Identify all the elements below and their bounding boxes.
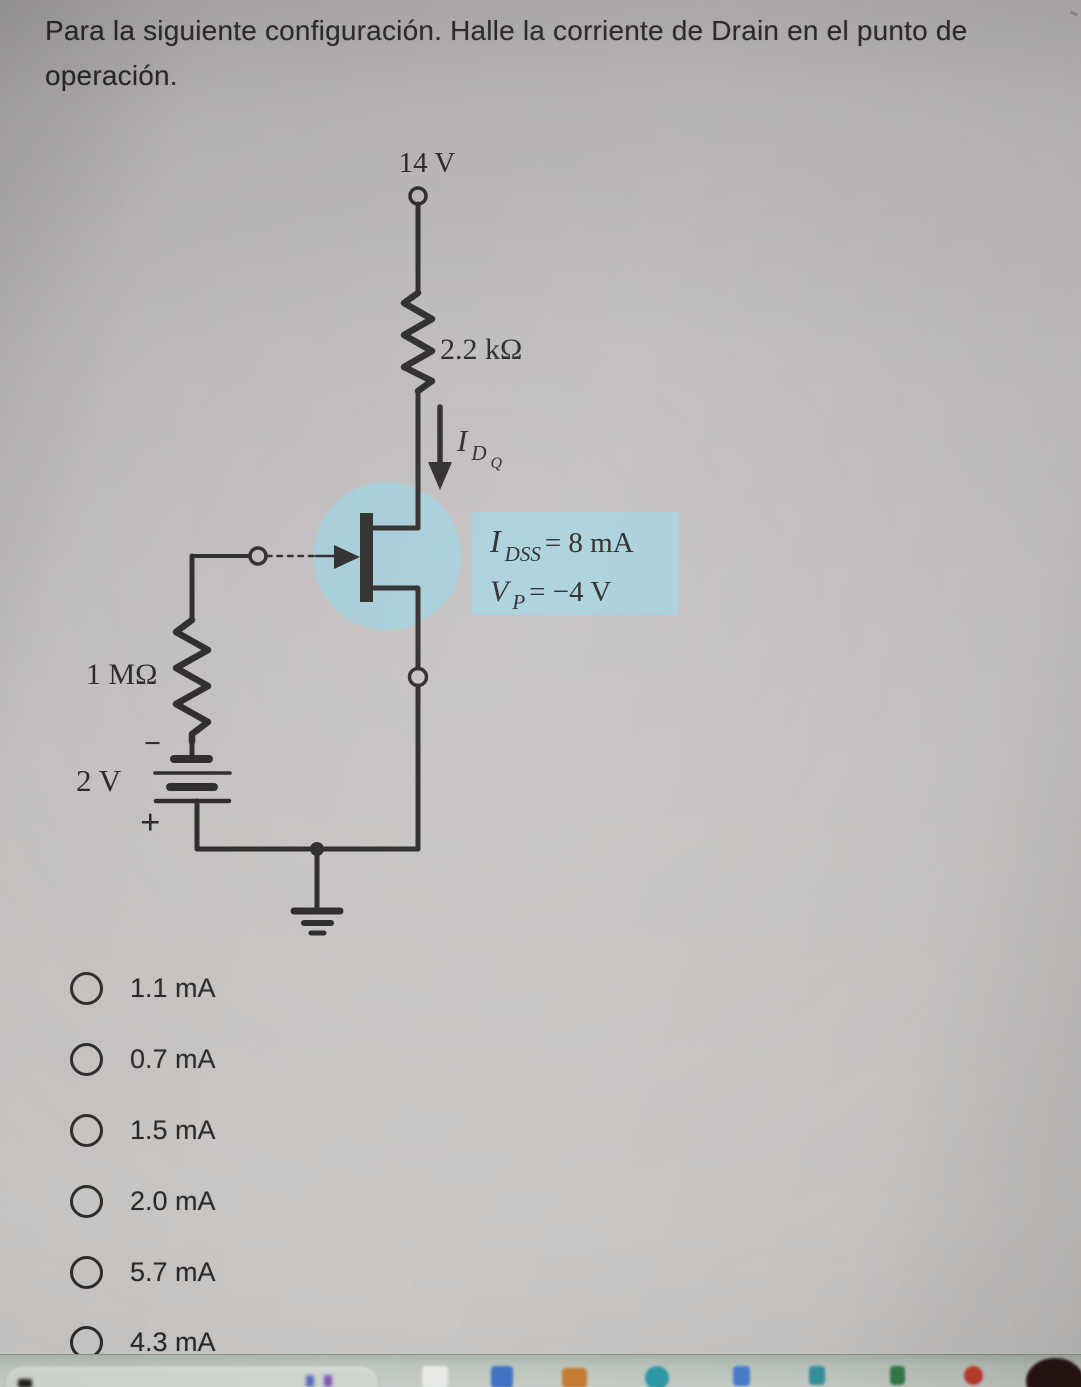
gate-resistor — [172, 616, 212, 746]
option-label: 5.7 mA — [130, 1256, 216, 1287]
window-icon[interactable] — [422, 1366, 448, 1387]
supply-voltage-label: 14 V — [399, 147, 456, 179]
circuit-diagram: 14 V 2.2 kΩ I D Q I DSS = 8 mA V P = −4 … — [76, 147, 679, 936]
option-row-5[interactable]: 5.7 mA — [70, 1254, 216, 1290]
idss-parameter-label: I DSS = 8 mA — [489, 523, 634, 566]
question-title-line2: operación. — [45, 60, 178, 91]
taskbar — [0, 1354, 1081, 1387]
search-bar-glyph-icon — [324, 1375, 332, 1387]
app-red-icon[interactable] — [964, 1366, 983, 1385]
option-label: 4.3 mA — [130, 1326, 216, 1357]
app-blue-square-icon[interactable] — [733, 1366, 750, 1386]
drain-resistor — [400, 289, 436, 395]
jfet-highlight-circle — [313, 482, 461, 630]
option-row-4[interactable]: 2.0 mA — [70, 1183, 216, 1219]
question-title: Para la siguiente configuración. Halle l… — [45, 8, 1035, 98]
parameters-highlight-box — [472, 512, 679, 615]
drain-current-label: I D Q — [456, 423, 503, 472]
search-bar-glyph-icon — [306, 1375, 314, 1387]
option-label: 1.1 mA — [130, 972, 216, 1003]
option-row-2[interactable]: 0.7 mA — [70, 1041, 216, 1077]
option-row-3[interactable]: 1.5 mA — [70, 1112, 216, 1148]
taskbar-search-bar[interactable] — [6, 1367, 378, 1387]
current-arrow-head — [428, 462, 452, 490]
pinchoff-parameter-label: V P = −4 V — [490, 575, 611, 614]
app-blue-icon[interactable] — [491, 1366, 513, 1387]
question-title-line1: Para la siguiente configuración. Halle l… — [45, 15, 968, 46]
app-green-icon[interactable] — [890, 1366, 905, 1385]
option-label: 1.5 mA — [130, 1114, 216, 1145]
radio-button[interactable] — [70, 1184, 103, 1218]
drain-resistor-label: 2.2 kΩ — [440, 333, 522, 366]
jfet-channel-bar — [360, 513, 373, 602]
gate-node — [248, 546, 268, 566]
option-label: 2.0 mA — [130, 1185, 216, 1216]
battery-minus-sign: − — [144, 727, 161, 760]
battery-voltage-label: 2 V — [76, 763, 122, 798]
folder-icon[interactable] — [562, 1368, 587, 1387]
search-bar-logo-icon — [18, 1379, 32, 1387]
jfet-source-lead — [370, 585, 421, 671]
source-node — [407, 666, 429, 688]
radio-button[interactable] — [70, 1113, 103, 1147]
jfet-gate-arrow-icon — [334, 545, 360, 569]
app-teal-round-icon[interactable] — [645, 1366, 669, 1387]
option-row-6[interactable]: 4.3 mA — [70, 1324, 216, 1360]
radio-button[interactable] — [70, 971, 103, 1005]
radio-button[interactable] — [70, 1042, 103, 1076]
option-row-1[interactable]: 1.1 mA — [70, 970, 216, 1006]
radio-button[interactable] — [70, 1255, 103, 1289]
gate-resistor-label: 1 MΩ — [86, 658, 157, 691]
photo-artifact — [1069, 10, 1079, 17]
app-teal-square-icon[interactable] — [809, 1366, 825, 1385]
option-label: 0.7 mA — [130, 1043, 216, 1074]
app-dark-red-icon[interactable] — [1026, 1358, 1081, 1387]
battery-plus-sign: + — [140, 802, 161, 842]
